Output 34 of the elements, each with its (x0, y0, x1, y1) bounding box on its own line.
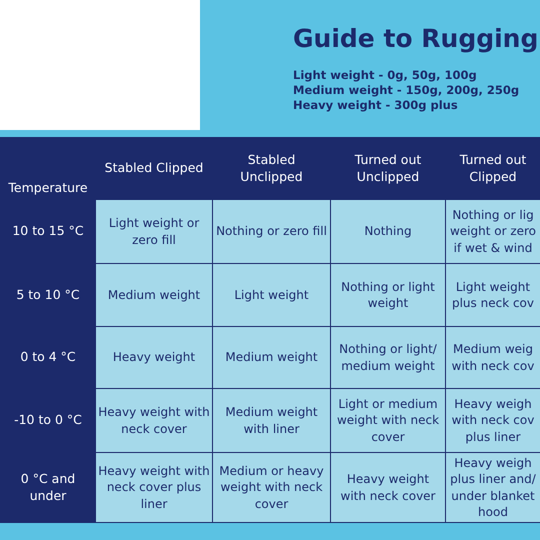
table-cell: Heavy weight with neck cover (96, 388, 212, 452)
row-header: 10 to 15 °C (0, 200, 96, 264)
table-cell: Heavy weigh with neck cov plus liner (446, 388, 540, 452)
row-header: 0 °C and under (0, 452, 96, 522)
column-header: Temperature (0, 138, 96, 200)
table-cell: Medium weight (212, 326, 330, 388)
row-header: -10 to 0 °C (0, 388, 96, 452)
table-cell: Heavy weight (96, 326, 212, 388)
table-cell: Nothing or zero fill (212, 200, 330, 264)
table-cell: Heavy weigh plus liner and/ under blanket hood (446, 452, 540, 522)
title: Guide to Rugging (293, 24, 538, 53)
table-cell: Light weight (212, 264, 330, 326)
table-cell: Nothing or light weight (330, 264, 446, 326)
table-cell: Nothing or lig weight or zero if wet & wind (446, 200, 540, 264)
table-cell: Light weight or zero fill (96, 200, 212, 264)
table-cell: Light or medium weight with neck cover (330, 388, 446, 452)
weight-note: Medium weight - 150g, 200g, 250g (293, 83, 520, 97)
table-cell: Nothing or light/ medium weight (330, 326, 446, 388)
column-header: Stabled Unclipped (212, 138, 330, 200)
column-header: Turned out Clipped (446, 138, 540, 200)
table-cell: Medium weight (96, 264, 212, 326)
weight-note: Heavy weight - 300g plus (293, 98, 458, 112)
table-cell: Medium weight with liner (212, 388, 330, 452)
table-cell: Medium or heavy weight with neck cover (212, 452, 330, 522)
weight-note: Light weight - 0g, 50g, 100g (293, 68, 477, 82)
table-cell: Nothing (330, 200, 446, 264)
table-cell: Heavy weight with neck cover (330, 452, 446, 522)
table-cell: Heavy weight with neck cover plus liner (96, 452, 212, 522)
table-cell: Medium weig with neck cov (446, 326, 540, 388)
column-header: Turned out Unclipped (330, 138, 446, 200)
table-cell: Light weight plus neck cov (446, 264, 540, 326)
column-header: Stabled Clipped (96, 138, 212, 200)
row-header: 0 to 4 °C (0, 326, 96, 388)
row-header: 5 to 10 °C (0, 264, 96, 326)
